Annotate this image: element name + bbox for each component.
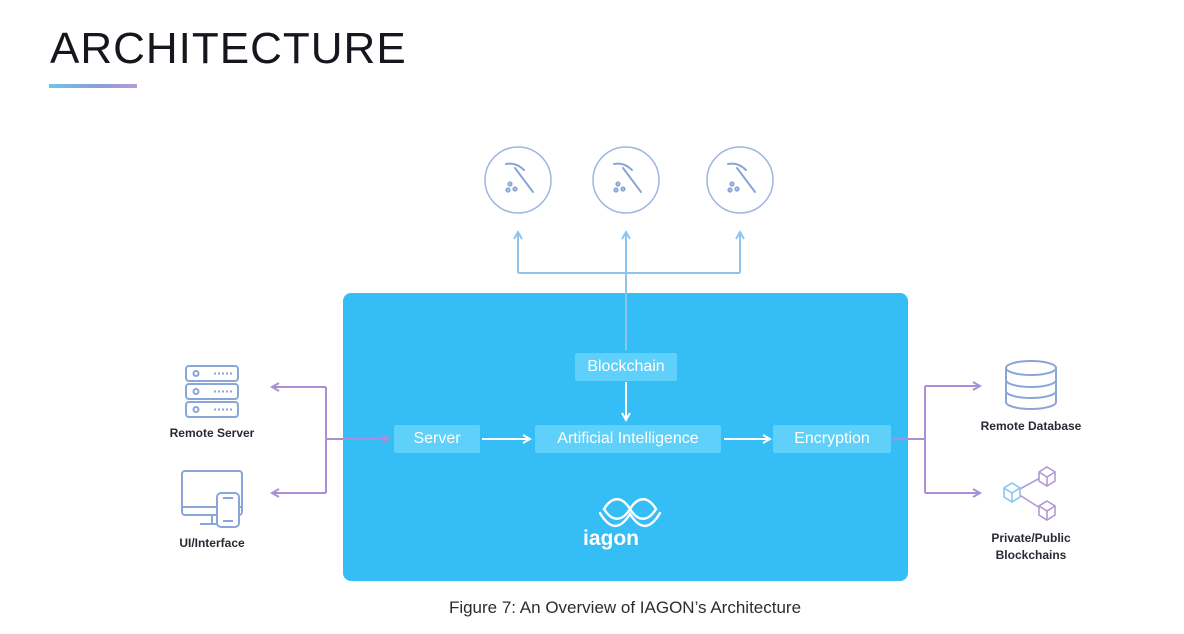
desktop-mobile-icon — [181, 470, 243, 528]
miner-node-1 — [484, 146, 552, 214]
miner-connectors — [518, 232, 740, 350]
title-underline — [49, 84, 137, 88]
right-connectors — [892, 386, 980, 493]
module-artificial-intelligence: Artificial Intelligence — [535, 425, 721, 453]
miner-node-2 — [592, 146, 660, 214]
blockchains-label-line1: Private/Public — [991, 531, 1071, 545]
left-connectors — [272, 387, 389, 493]
pickaxe-icon — [505, 162, 534, 193]
pickaxe-icon — [727, 162, 756, 193]
figure-caption: Figure 7: An Overview of IAGON’s Archite… — [448, 598, 802, 617]
iagon-brand-name: iagon — [583, 527, 639, 550]
page-title: ARCHITECTURE — [50, 24, 407, 73]
server-rack-icon — [185, 365, 239, 418]
module-encryption: Encryption — [773, 425, 891, 453]
module-server: Server — [394, 425, 480, 453]
internal-flow-arrows — [482, 382, 770, 439]
remote-database-label: Remote Database — [980, 419, 1082, 433]
pickaxe-icon — [613, 162, 642, 193]
remote-server-label: Remote Server — [169, 426, 255, 440]
blockchain-cubes-icon — [1003, 466, 1056, 521]
module-blockchain: Blockchain — [575, 353, 677, 381]
blockchains-label-line2: Blockchains — [995, 548, 1067, 562]
miner-node-3 — [706, 146, 774, 214]
database-icon — [1005, 360, 1057, 410]
iagon-logo-icon — [598, 498, 662, 528]
ui-interface-label: UI/Interface — [179, 536, 245, 550]
